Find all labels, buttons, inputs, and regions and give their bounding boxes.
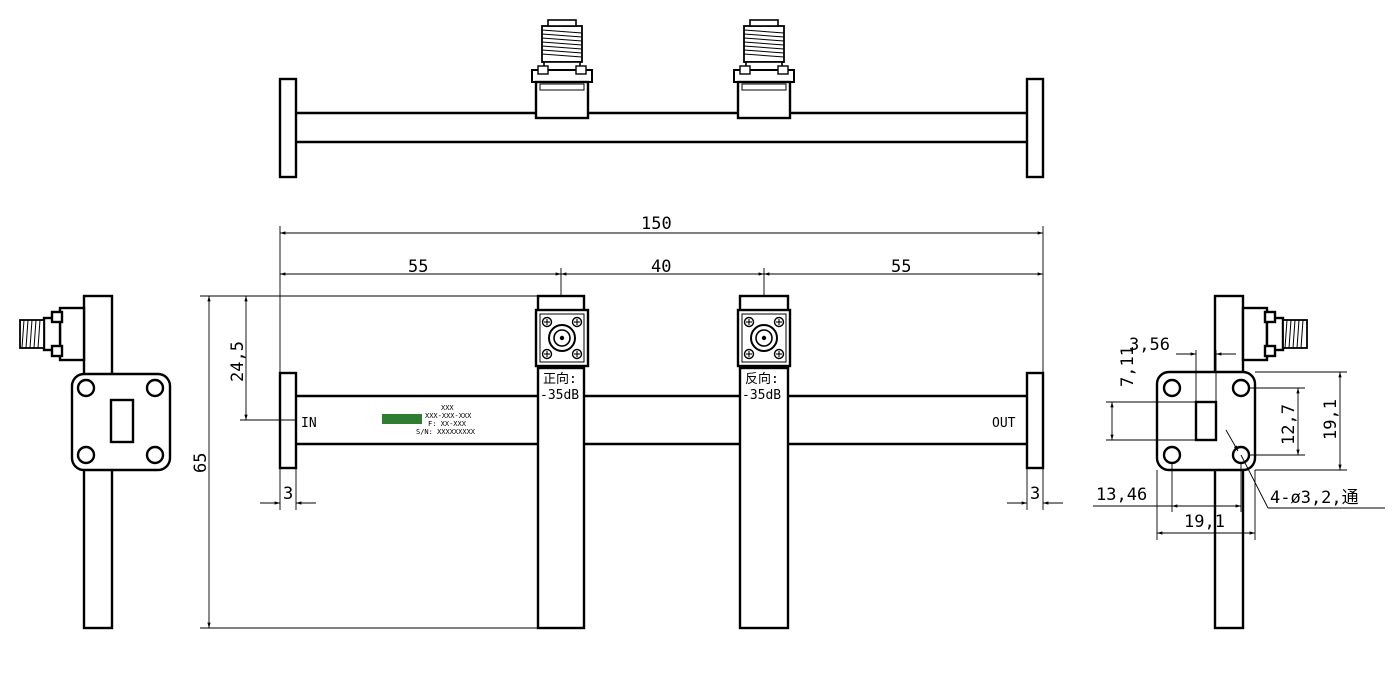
dim-waveguide-height: 7,11 [1118, 346, 1138, 387]
nameplate: XXX XXX-XXX-XXX F: XX-XXX S/N: XXXXXXXXX [382, 404, 476, 436]
dim-waveguide-width: 3,56 [1129, 335, 1170, 355]
top-right-flange [1025, 77, 1045, 179]
nameplate-line3: F: XX-XXX [428, 420, 467, 428]
output-label: OUT [992, 416, 1016, 431]
top-forward-connector [530, 18, 594, 120]
dim-flange-height: 19,1 [1321, 399, 1341, 440]
left-waveguide-aperture [109, 398, 135, 444]
forward-arm [536, 366, 586, 630]
right-flange [1025, 371, 1045, 470]
nameplate-line1: XXX [441, 404, 454, 412]
forward-sma-connector [534, 308, 590, 368]
left-flange [278, 371, 298, 470]
dim-total-height: 65 [191, 453, 211, 473]
dim-middle-segment: 40 [651, 257, 671, 277]
dim-right-segment: 55 [891, 257, 911, 277]
input-label: IN [301, 416, 317, 431]
reverse-coupling-label: -35dB [742, 388, 781, 403]
dim-flange-width: 19,1 [1184, 512, 1225, 532]
top-left-flange [278, 77, 298, 179]
dim-hole-offset: 13,46 [1096, 485, 1147, 505]
right-waveguide-aperture [1194, 400, 1218, 442]
front-view: IN OUT 正向: -35dB 反向: -35dB XXX XXX-XXX-X… [191, 214, 1063, 630]
dim-right-flange: 3 [1030, 484, 1040, 504]
right-side-view: 3,56 7,11 12,7 19,1 13,46 19,1 4-ø3,2,通 [1093, 294, 1385, 630]
dim-coupler-offset: 24,5 [228, 341, 248, 382]
top-reverse-connector [732, 18, 796, 120]
dim-left-segment: 55 [408, 257, 428, 277]
forward-port-label: 正向: [543, 371, 577, 387]
dim-overall-length: 150 [641, 214, 672, 234]
dim-left-flange: 3 [283, 484, 293, 504]
nameplate-line4: S/N: XXXXXXXXX [416, 428, 476, 436]
brand-logo [382, 414, 422, 424]
nameplate-line2: XXX-XXX-XXX [425, 412, 472, 420]
forward-coupling-label: -35dB [540, 388, 579, 403]
dim-hole-pitch-vertical: 12,7 [1279, 404, 1299, 445]
reverse-arm [738, 366, 790, 630]
hole-callout-note: 4-ø3,2,通 [1270, 488, 1359, 508]
reverse-sma-connector [736, 308, 792, 368]
reverse-port-label: 反向: [745, 371, 779, 387]
top-view [278, 18, 1045, 179]
left-side-view [19, 294, 172, 630]
